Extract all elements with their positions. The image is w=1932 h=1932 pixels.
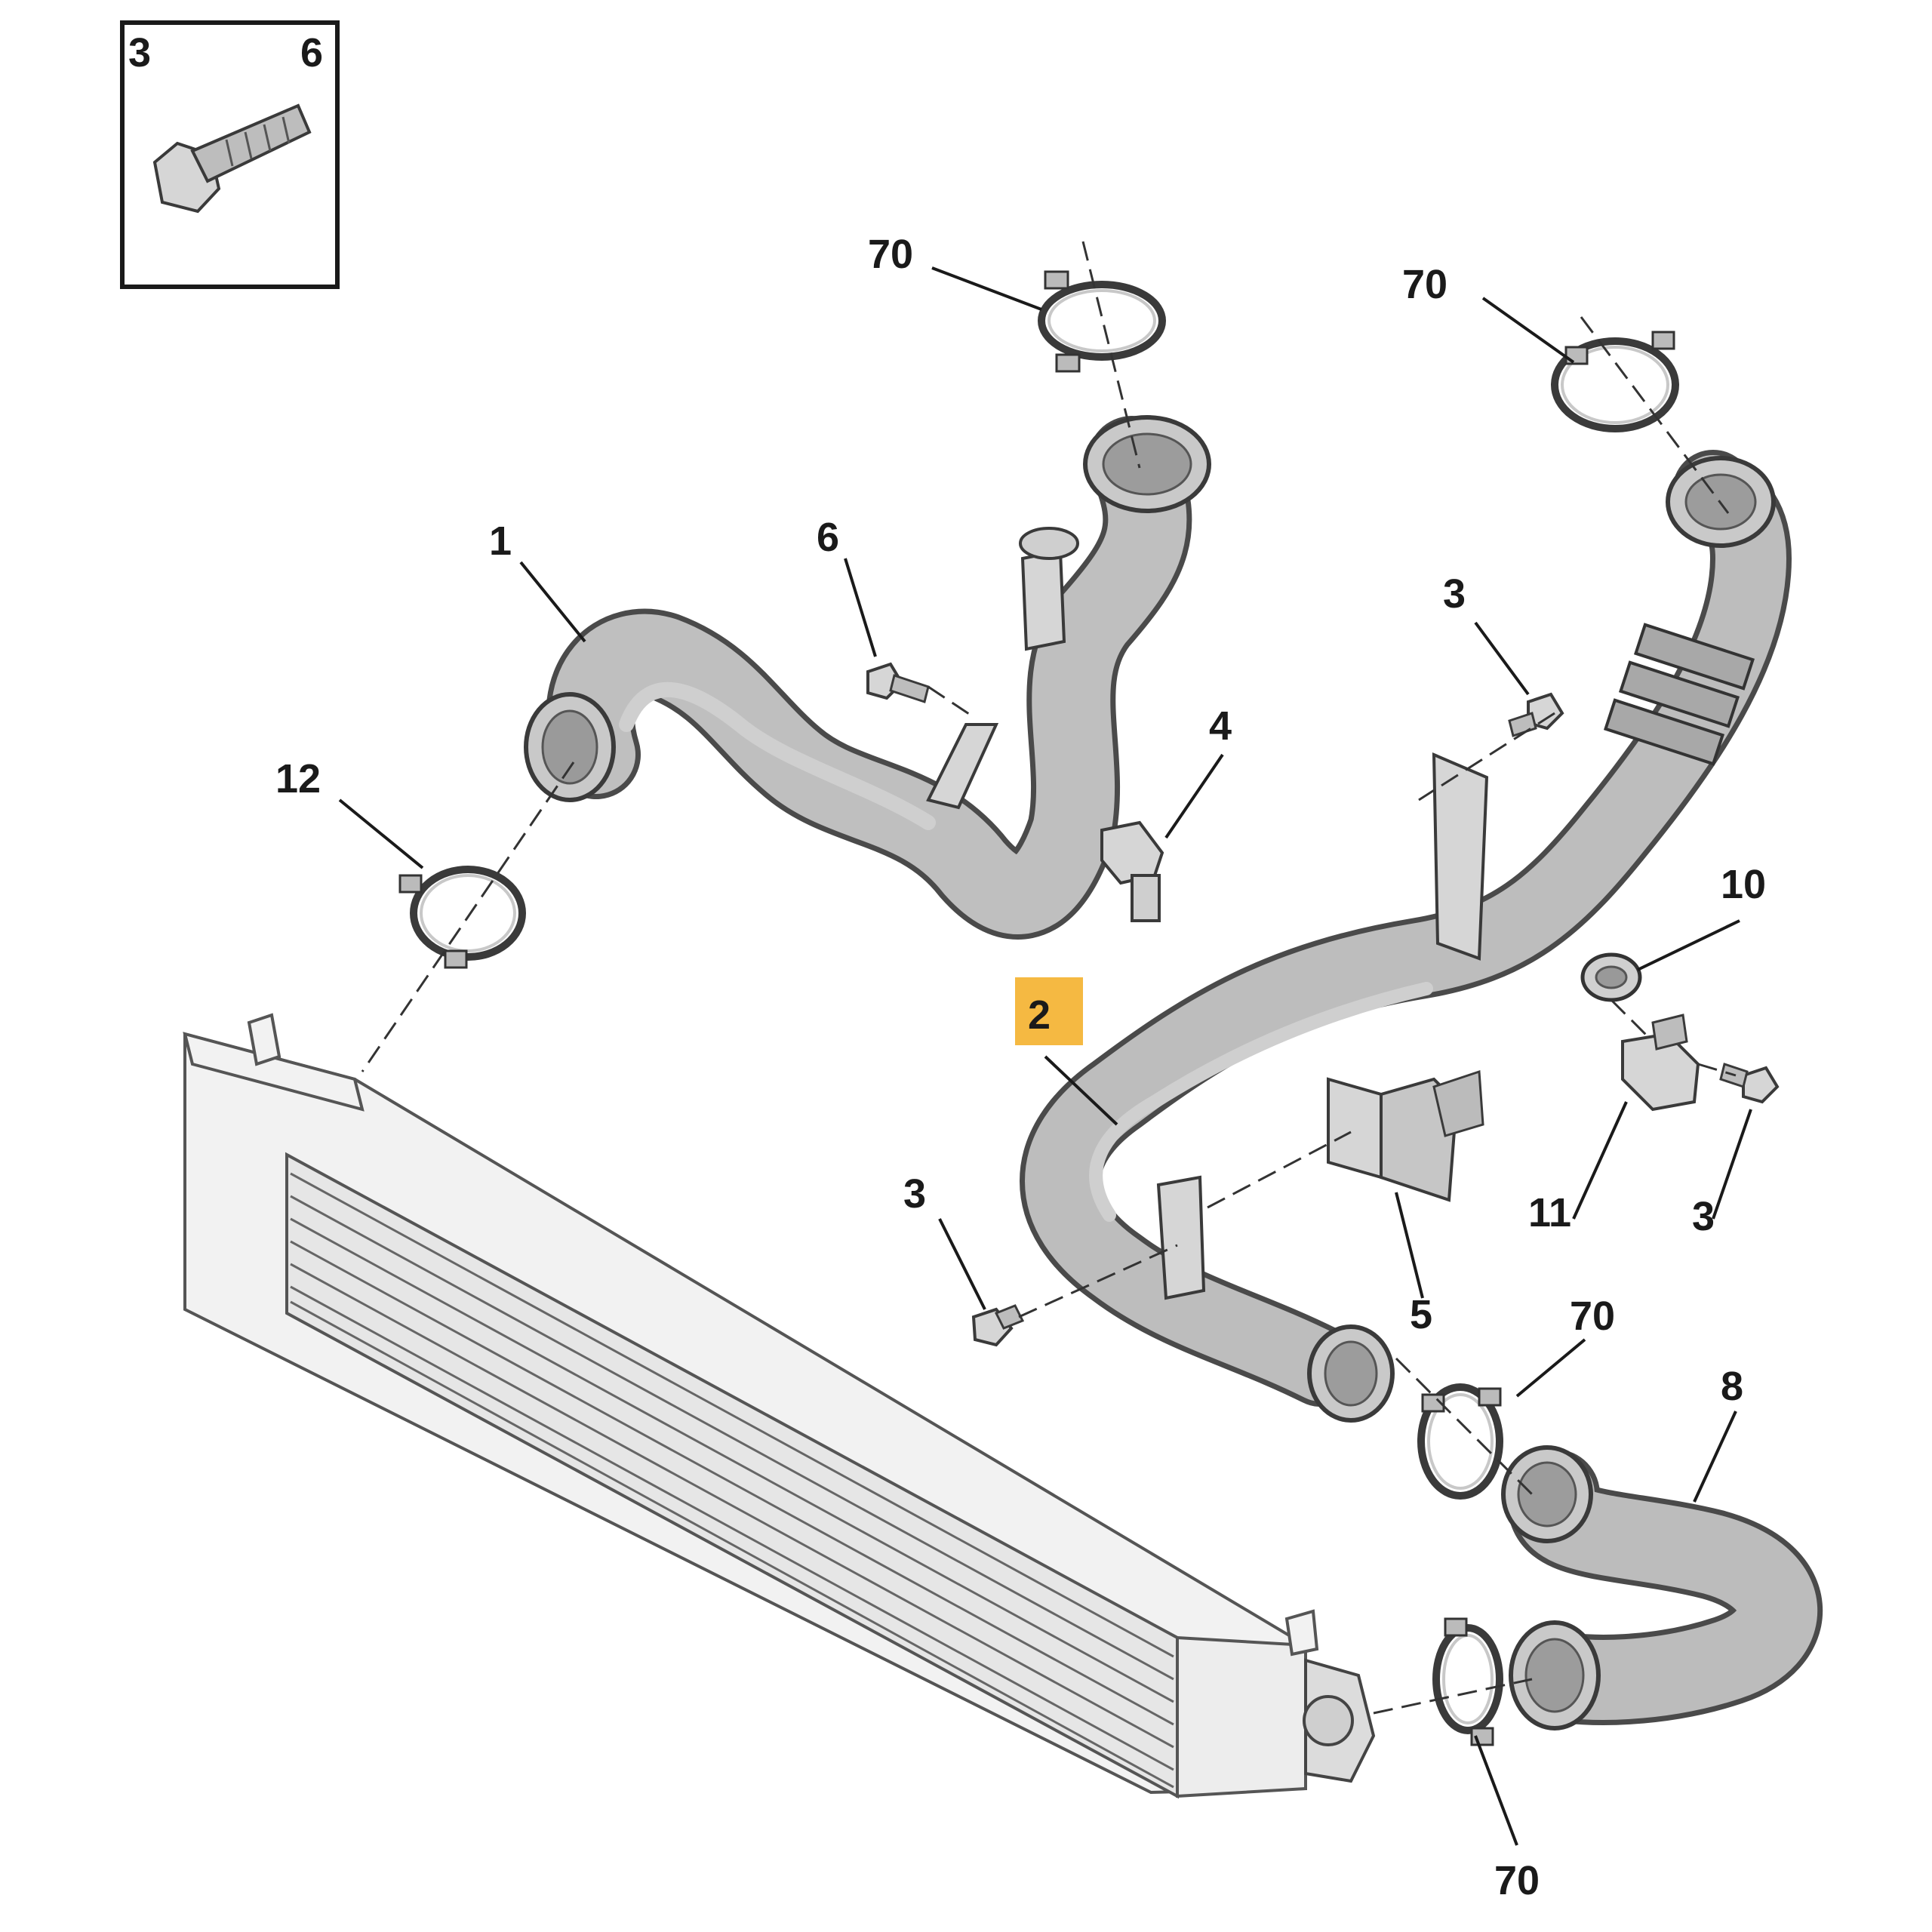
hose-clamp-70-top-right [1551,331,1679,432]
callout-4[interactable]: 4 [1209,703,1232,749]
callout-2-highlight [1015,977,1083,1045]
hose-clamp-12 [398,866,526,969]
callout-1[interactable]: 1 [489,518,512,564]
bolt-icon [152,103,312,214]
inset-label-6: 6 [300,30,323,75]
callout-2[interactable]: 2 [1028,992,1051,1038]
callout-3-lower-right[interactable]: 3 [1692,1194,1715,1239]
callout-labels: 70 70 1 6 3 4 12 10 2 3 11 3 5 70 8 70 [275,232,1766,1903]
intercooler [183,1013,1376,1799]
intercooler-fins [290,1172,1174,1789]
clip-10 [1580,952,1642,1002]
callout-3-upper[interactable]: 3 [1443,571,1466,617]
callout-70-bottom[interactable]: 70 [1494,1858,1540,1903]
callout-6[interactable]: 6 [817,515,839,560]
callout-70-top-left[interactable]: 70 [868,232,913,277]
bolt-3-upper [1508,692,1564,737]
bracket-11 [1621,1014,1700,1112]
hose-clamp-70-bottom [1432,1617,1503,1746]
callout-70-middle[interactable]: 70 [1570,1294,1615,1339]
inset-bolt-box: 3 6 [120,20,340,289]
bolt-3-lower-left [971,1304,1025,1347]
bracket-5 [1327,1069,1484,1202]
bolt-6 [866,662,930,703]
callout-5[interactable]: 5 [1410,1292,1432,1337]
callout-3-lower-left[interactable]: 3 [903,1171,926,1217]
inset-label-3: 3 [128,30,151,75]
callout-8[interactable]: 8 [1721,1364,1743,1409]
callout-11[interactable]: 11 [1528,1190,1571,1235]
callout-12[interactable]: 12 [275,756,321,801]
assembly-lines [361,241,1737,1715]
callout-70-top-right[interactable]: 70 [1402,262,1447,307]
hose-clamp-70-top-left [1038,270,1166,373]
air-hose-8 [1501,1445,1823,1730]
hose-2-corrugated-section [1603,623,1755,766]
hose-clamp-70-middle [1417,1383,1503,1500]
leader-lines [338,266,1752,1846]
callout-10[interactable]: 10 [1721,862,1766,907]
air-hose-1 [524,415,1211,940]
pressure-sensor-4 [1100,820,1164,922]
air-hose-2 [1020,450,1792,1423]
